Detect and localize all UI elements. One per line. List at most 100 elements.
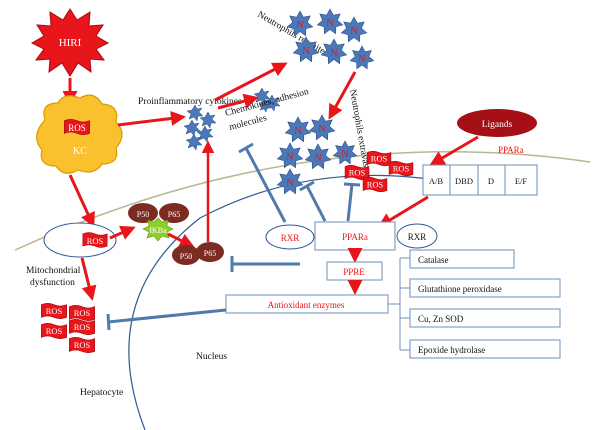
cytoplasm-ros-label: ROS <box>87 236 104 246</box>
hiri-stimulus: HIRI <box>30 8 110 77</box>
ppara-domain-title: PPARa <box>498 145 524 155</box>
arrow-ros-to-mitochondria <box>80 257 97 301</box>
ros-label: ROS <box>393 164 410 174</box>
mito-ros-label: ROS <box>46 306 63 316</box>
rxr-left <box>265 224 315 250</box>
mito-ros-label: ROS <box>74 308 91 318</box>
hepatocyte-membrane <box>14 150 591 251</box>
arrow-ligands-to-domain <box>429 135 479 166</box>
inhibit-ppara-to-neutrophils-left <box>305 185 327 222</box>
rxr-left-label: RXR <box>281 233 300 243</box>
arrow-cytokines-to-chemokines <box>217 93 259 110</box>
recruited-neutrophil-2: N <box>316 8 344 35</box>
neutrophil-n-label: N <box>286 178 293 189</box>
nucleus-label: Nucleus <box>196 352 227 362</box>
rxr-right-label: RXR <box>408 232 427 242</box>
extravasated-neutrophil-6: N <box>276 168 304 195</box>
enzyme-epoxide-hydrolase: Epoxide hydrolase <box>418 345 485 355</box>
cytoplasm-ros: ROS <box>43 222 117 258</box>
kupffer-cell: ROS KC <box>36 94 123 174</box>
arrow-kc-to-cytokines <box>117 111 186 127</box>
nfkb-released: P50 P65 <box>172 242 224 265</box>
recruited-neutrophil-5: N <box>320 38 348 65</box>
chemokine-stars <box>253 87 281 113</box>
antioxidant-label: Antioxidant enzymes <box>268 300 345 310</box>
nfkb-complex: P50 P65 IKBa <box>128 203 189 242</box>
ligands-label: Ligands <box>482 120 513 130</box>
inhibit-rxr-to-chemokines <box>244 147 287 223</box>
domain-dbd: DBD <box>455 176 473 186</box>
domain-ab: A/B <box>429 176 444 186</box>
p50-top-label: P50 <box>137 210 149 219</box>
neutrophil-n-label: N <box>318 124 325 135</box>
recruited-neutrophil-1: N <box>286 10 314 37</box>
arrow-recruited-to-extravasated <box>328 71 357 120</box>
hepatocyte-label: Hepatocyte <box>80 388 123 398</box>
mito-label-2: dysfunction <box>30 277 75 288</box>
p65-bottom-label: P65 <box>204 249 216 258</box>
arrow-domain-to-ppara <box>377 195 429 228</box>
neutrophil-ros-4: ROS <box>362 176 388 193</box>
domain-ef: E/F <box>515 176 528 186</box>
enzyme-catalase: Catalase <box>418 255 449 265</box>
neutrophil-n-label: N <box>286 152 293 163</box>
enzyme-bracket <box>388 257 410 351</box>
arrow-cytokines-to-neutrophils <box>214 62 288 102</box>
extravasated-neutrophil-5: N <box>332 140 358 165</box>
ppara-label: PPARa <box>342 232 368 242</box>
inhibit-ppara-to-neutrophils-right <box>346 183 354 222</box>
neutrophil-ros-3: ROS <box>344 164 370 181</box>
enzyme-list: Catalase Glutathione peroxidase Cu, Zn S… <box>409 249 561 359</box>
neutrophil-ros-1: ROS <box>366 150 392 167</box>
mito-label-1: Mitochondrial <box>26 266 81 276</box>
domain-d: D <box>488 176 494 186</box>
extravasated-neutrophils: N N N N N N <box>276 114 358 195</box>
neutrophil-n-label: N <box>350 26 357 37</box>
mito-ros-2: ROS <box>69 304 95 322</box>
kc-label: KC <box>73 146 87 157</box>
extravasated-neutrophil-3: N <box>276 142 304 169</box>
arrow-ikba-to-p50p65 <box>167 232 195 248</box>
mito-ros-1: ROS <box>41 302 67 320</box>
mito-ros-3: ROS <box>41 322 67 340</box>
enzyme-glutathione-peroxidase: Glutathione peroxidase <box>418 284 502 294</box>
neutrophil-n-label: N <box>314 153 321 164</box>
ros-label: ROS <box>371 154 388 164</box>
mitochondria-ros-cluster: ROS ROS ROS ROS ROS <box>41 302 95 354</box>
neutrophil-ros-2: ROS <box>388 160 414 177</box>
rxr-right <box>396 223 438 249</box>
mito-ros-5: ROS <box>69 336 95 354</box>
ppara-domain-box: A/B DBD D E/F <box>422 164 538 196</box>
ikba-label: IKBa <box>149 226 167 235</box>
ros-label: ROS <box>367 180 384 190</box>
neutrophil-n-label: N <box>358 54 365 65</box>
ppre-label: PPRE <box>343 267 365 277</box>
recruited-neutrophil-3: N <box>340 16 368 43</box>
mito-ros-4: ROS <box>69 318 95 336</box>
neutrophil-n-label: N <box>296 20 303 31</box>
ros-label: ROS <box>349 168 366 178</box>
p65-top-label: P65 <box>168 210 180 219</box>
extravasated-neutrophil-4: N <box>304 143 332 170</box>
neutrophil-n-label: N <box>326 18 333 29</box>
inhibition-lines <box>106 142 361 331</box>
cytokine-cluster <box>183 104 217 151</box>
recruited-neutrophil-4: N <box>292 36 320 63</box>
enzyme-cu-zn-sod: Cu, Zn SOD <box>418 314 464 324</box>
neutrophil-n-label: N <box>294 126 301 137</box>
extravasated-neutrophil-2: N <box>308 114 336 141</box>
cytokines-label: Proinflammatory cytokines <box>138 96 242 107</box>
neutrophil-n-label: N <box>341 149 348 160</box>
mito-ros-label: ROS <box>74 322 91 332</box>
neutrophil-n-label: N <box>302 46 309 57</box>
p50-bottom-label: P50 <box>180 252 192 261</box>
mito-ros-label: ROS <box>74 340 91 350</box>
kc-ros-label: ROS <box>68 123 86 133</box>
arrow-kc-to-cytoplasm-ros <box>68 174 95 228</box>
recruited-neutrophil-6: N <box>349 45 375 70</box>
mito-ros-label: ROS <box>46 326 63 336</box>
arrow-ros-to-ikba <box>109 225 136 240</box>
